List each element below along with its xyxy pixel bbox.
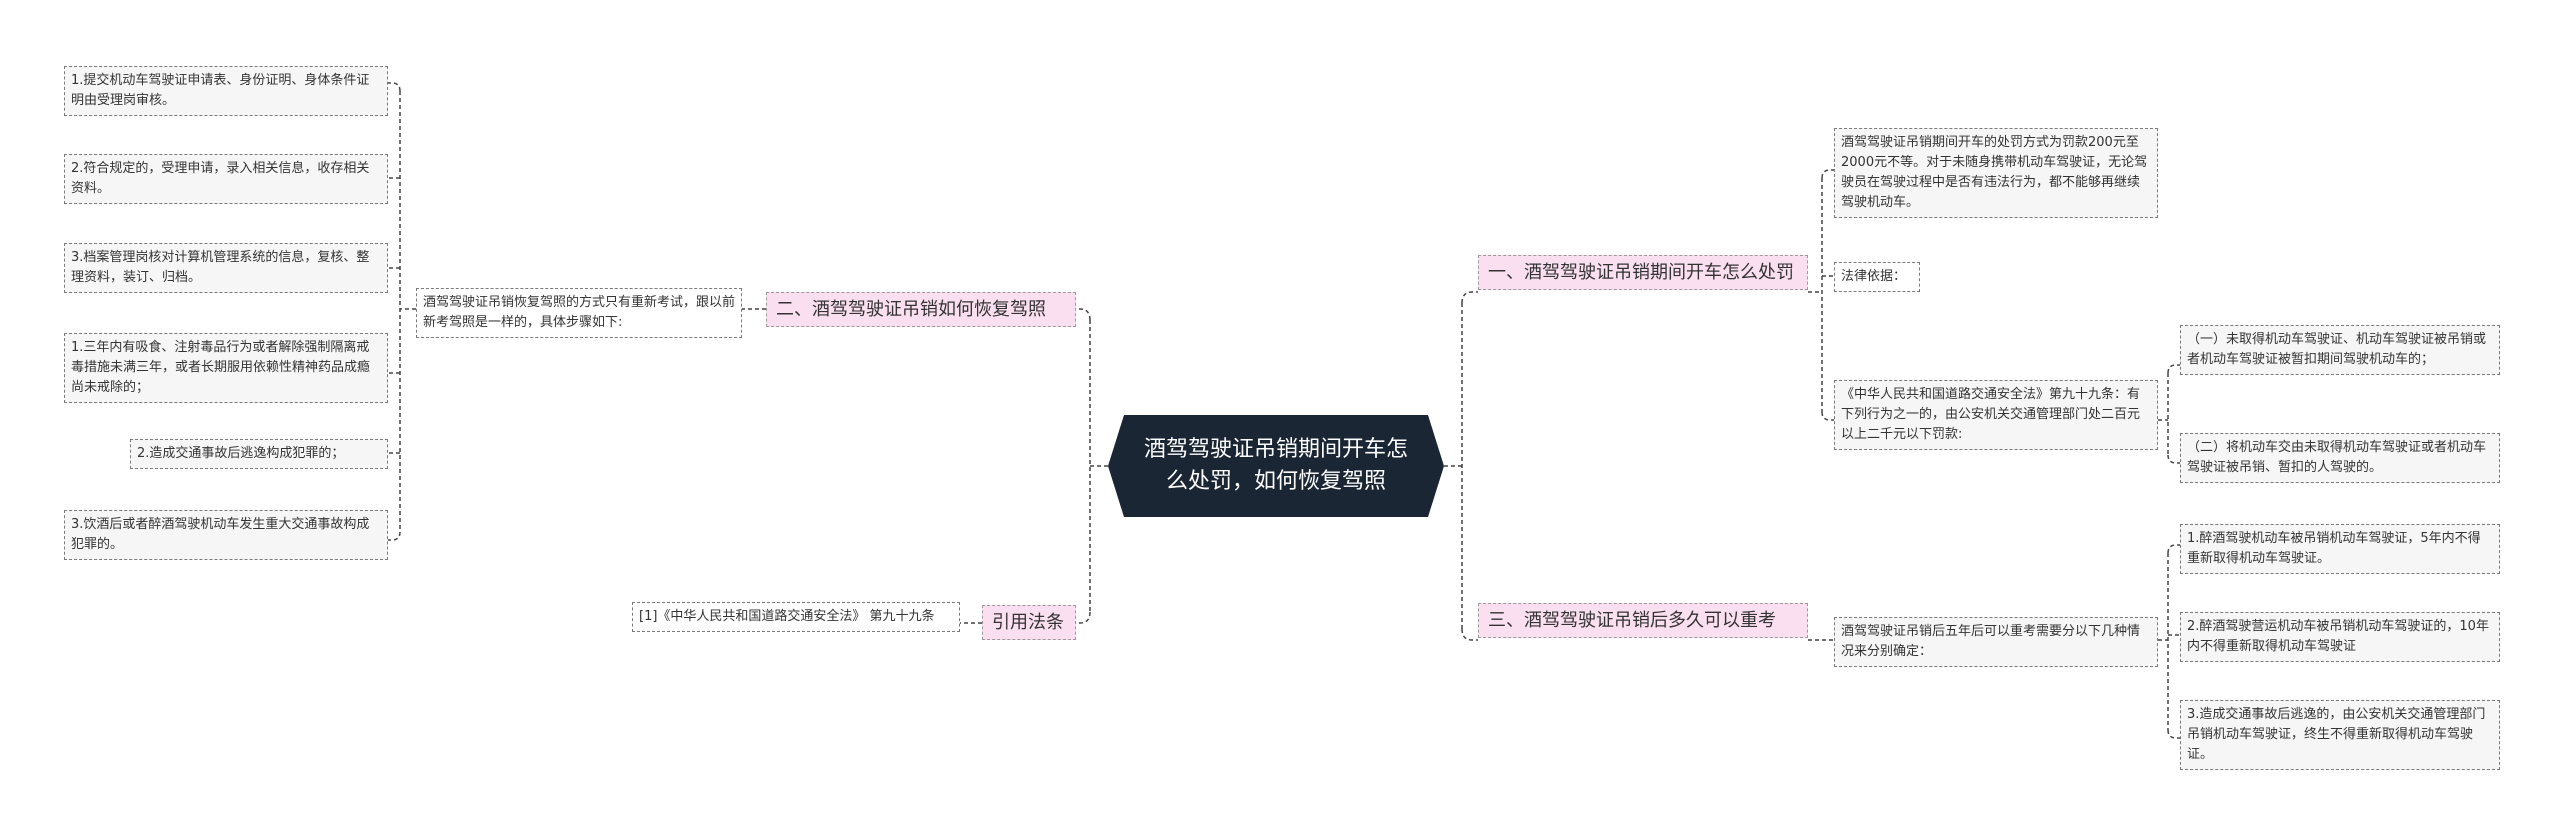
leaf-retest-case-1[interactable]: 1.醉酒驾驶机动车被吊销机动车驾驶证，5年内不得重新取得机动车驾驶证。: [2180, 524, 2500, 574]
leaf-retest-case-3[interactable]: 3.造成交通事故后逃逸的，由公安机关交通管理部门吊销机动车驾驶证，终生不得重新取…: [2180, 700, 2500, 770]
leaf-restore-step-3-text: 3.档案管理岗核对计算机管理系统的信息，复核、整理资料，装订、归档。: [71, 250, 370, 285]
root-topic[interactable]: 酒驾驾驶证吊销期间开车怎么处罚，如何恢复驾照: [1108, 415, 1444, 517]
leaf-legal-basis[interactable]: 法律依据：: [1834, 262, 1920, 292]
leaf-restore-step-2-text: 2.符合规定的，受理申请，录入相关信息，收存相关资料。: [71, 161, 370, 196]
leaf-restore-step-2[interactable]: 2.符合规定的，受理申请，录入相关信息，收存相关资料。: [64, 154, 388, 204]
leaf-law-reference-text: [1]《中华人民共和国道路交通安全法》 第九十九条: [639, 609, 935, 624]
leaf-law-item-1[interactable]: （一）未取得机动车驾驶证、机动车驾驶证被吊销或者机动车驾驶证被暂扣期间驾驶机动车…: [2180, 325, 2500, 375]
leaf-law-item-1-text: （一）未取得机动车驾驶证、机动车驾驶证被吊销或者机动车驾驶证被暂扣期间驾驶机动车…: [2187, 332, 2487, 367]
leaf-law-reference[interactable]: [1]《中华人民共和国道路交通安全法》 第九十九条: [632, 602, 960, 632]
branch-penalty[interactable]: 一、酒驾驾驶证吊销期间开车怎么处罚: [1478, 255, 1808, 290]
leaf-restore-condition-3[interactable]: 3.饮酒后或者醉酒驾驶机动车发生重大交通事故构成犯罪的。: [64, 510, 388, 560]
branch-restore-license-label: 二、酒驾驾驶证吊销如何恢复驾照: [776, 299, 1046, 320]
leaf-retest-case-2-text: 2.醉酒驾驶营运机动车被吊销机动车驾驶证的，10年内不得重新取得机动车驾驶证: [2187, 619, 2489, 654]
leaf-retest-case-3-text: 3.造成交通事故后逃逸的，由公安机关交通管理部门吊销机动车驾驶证，终生不得重新取…: [2187, 707, 2486, 762]
leaf-restore-condition-2-text: 2.造成交通事故后逃逸构成犯罪的；: [137, 446, 345, 461]
leaf-restore-condition-2[interactable]: 2.造成交通事故后逃逸构成犯罪的；: [130, 439, 388, 469]
branch-cited-law-label: 引用法条: [992, 612, 1064, 633]
leaf-restore-condition-3-text: 3.饮酒后或者醉酒驾驶机动车发生重大交通事故构成犯罪的。: [71, 517, 370, 552]
leaf-restore-step-3[interactable]: 3.档案管理岗核对计算机管理系统的信息，复核、整理资料，装订、归档。: [64, 243, 388, 293]
leaf-retest-case-2[interactable]: 2.醉酒驾驶营运机动车被吊销机动车驾驶证的，10年内不得重新取得机动车驾驶证: [2180, 612, 2500, 662]
branch-penalty-label: 一、酒驾驾驶证吊销期间开车怎么处罚: [1488, 262, 1794, 283]
leaf-restore-summary[interactable]: 酒驾驾驶证吊销恢复驾照的方式只有重新考试，跟以前新考驾照是一样的，具体步骤如下:: [416, 288, 742, 338]
leaf-legal-basis-text: 法律依据：: [1841, 269, 1907, 284]
leaf-law-item-2[interactable]: （二）将机动车交由未取得机动车驾驶证或者机动车驾驶证被吊销、暂扣的人驾驶的。: [2180, 433, 2500, 483]
leaf-restore-condition-1-text: 1.三年内有吸食、注射毒品行为或者解除强制隔离戒毒措施未满三年，或者长期服用依赖…: [71, 340, 371, 395]
leaf-law-item-2-text: （二）将机动车交由未取得机动车驾驶证或者机动车驾驶证被吊销、暂扣的人驾驶的。: [2187, 440, 2487, 475]
leaf-retest-case-1-text: 1.醉酒驾驶机动车被吊销机动车驾驶证，5年内不得重新取得机动车驾驶证。: [2187, 531, 2481, 566]
leaf-restore-step-1[interactable]: 1.提交机动车驾驶证申请表、身份证明、身体条件证明由受理岗审核。: [64, 66, 388, 116]
leaf-traffic-law-article-99-text: 《中华人民共和国道路交通安全法》第九十九条：有下列行为之一的，由公安机关交通管理…: [1841, 387, 2141, 442]
branch-retest-time-label: 三、酒驾驾驶证吊销后多久可以重考: [1488, 610, 1776, 631]
branch-retest-time[interactable]: 三、酒驾驾驶证吊销后多久可以重考: [1478, 603, 1808, 638]
branch-cited-law[interactable]: 引用法条: [982, 605, 1076, 640]
root-title: 酒驾驾驶证吊销期间开车怎么处罚，如何恢复驾照: [1143, 437, 1408, 494]
leaf-traffic-law-article-99[interactable]: 《中华人民共和国道路交通安全法》第九十九条：有下列行为之一的，由公安机关交通管理…: [1834, 380, 2158, 450]
leaf-penalty-summary[interactable]: 酒驾驾驶证吊销期间开车的处罚方式为罚款200元至2000元不等。对于未随身携带机…: [1834, 128, 2158, 218]
leaf-restore-step-1-text: 1.提交机动车驾驶证申请表、身份证明、身体条件证明由受理岗审核。: [71, 73, 370, 108]
leaf-restore-summary-text: 酒驾驾驶证吊销恢复驾照的方式只有重新考试，跟以前新考驾照是一样的，具体步骤如下:: [423, 295, 736, 330]
branch-restore-license[interactable]: 二、酒驾驾驶证吊销如何恢复驾照: [766, 292, 1076, 327]
leaf-penalty-summary-text: 酒驾驾驶证吊销期间开车的处罚方式为罚款200元至2000元不等。对于未随身携带机…: [1841, 135, 2148, 210]
leaf-restore-condition-1[interactable]: 1.三年内有吸食、注射毒品行为或者解除强制隔离戒毒措施未满三年，或者长期服用依赖…: [64, 333, 388, 403]
leaf-retest-summary-text: 酒驾驾驶证吊销后五年后可以重考需要分以下几种情况来分别确定：: [1841, 624, 2141, 659]
leaf-retest-summary[interactable]: 酒驾驾驶证吊销后五年后可以重考需要分以下几种情况来分别确定：: [1834, 617, 2158, 667]
